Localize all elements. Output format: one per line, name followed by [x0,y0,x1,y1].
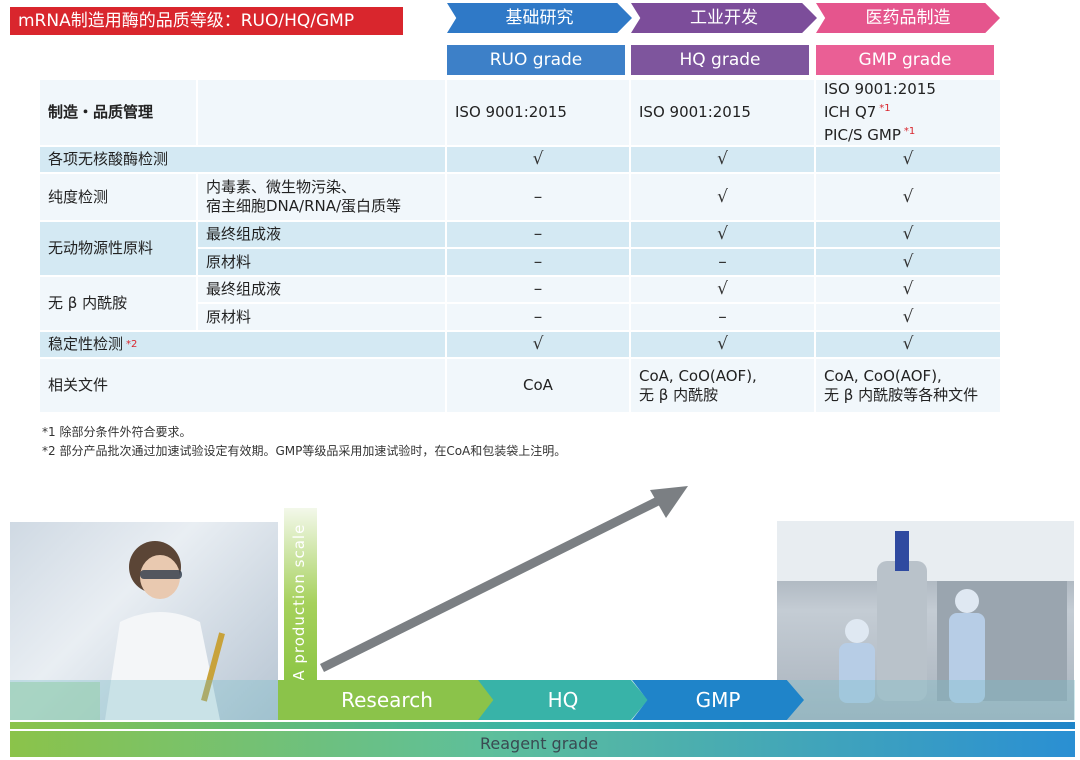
cell-beta-raw-hq: – [631,304,814,330]
grade-header-gmp: GMP grade [816,45,994,75]
gmp-docs-line2: 无 β 内酰胺等各种文件 [824,385,979,404]
row-label-quality-management: 制造・品质管理 [40,80,196,145]
cell-stability-hq: √ [631,332,814,357]
footnote-2: *2 部分产品批次通过加速试验设定有效期。GMP等级品采用加速试验时，在CoA和… [42,444,567,458]
cell-documents-gmp: CoA, CoO(AOF), 无 β 内酰胺等各种文件 [816,359,1000,412]
cell-quality-gmp: ISO 9001:2015 ICH Q7*1 PIC/S GMP*1 [816,80,1000,145]
cell-stability-ruo: √ [447,332,629,357]
cell-beta-final-ruo: – [447,277,629,302]
footnote-1: *1 除部分条件外符合要求。 [42,425,192,439]
cell-nuclease-hq: √ [631,147,814,172]
cell-beta-final-hq: √ [631,277,814,302]
gmp-pics-text: PIC/S GMP [824,126,901,144]
hq-docs-line2: 无 β 内酰胺 [639,385,719,404]
stage-chevron-industrial-development: 工业开发 [631,3,817,33]
row-sub-final-solution: 最终组成液 [198,222,445,247]
cell-purity-ruo: – [447,174,629,220]
grade-header-ruo: RUO grade [447,45,625,75]
reagent-grade-bar: Reagent grade [10,731,1075,757]
gmp-ich-text: ICH Q7 [824,103,877,121]
cell-quality-hq: ISO 9001:2015 [631,80,814,145]
cell-animal-raw-hq: – [631,249,814,275]
cell-animal-final-ruo: – [447,222,629,247]
lab-researcher-photo [10,522,278,720]
row-sub-purity-items: 内毒素、微生物污染、 宿主细胞DNA/RNA/蛋白质等 [198,174,445,220]
cell-documents-hq: CoA, CoO(AOF), 无 β 内酰胺 [631,359,814,412]
cell-quality-ruo: ISO 9001:2015 [447,80,629,145]
cell-purity-hq: √ [631,174,814,220]
stage-chevron-basic-research: 基础研究 [447,3,632,33]
gmp-pics-line: PIC/S GMP*1 [824,122,915,145]
cell-stability-gmp: √ [816,332,1000,357]
row-label-animal-free: 无动物源性原料 [40,222,196,275]
cell-nuclease-ruo: √ [447,147,629,172]
row-label-nuclease-test: 各项无核酸酶检测 [40,147,445,172]
gmp-ich-line: ICH Q7*1 [824,99,891,122]
cell-animal-final-hq: √ [631,222,814,247]
row-label-related-documents: 相关文件 [40,359,445,412]
footnote-marker: *1 [879,103,891,114]
footnote-marker: *2 [126,339,138,350]
cell-beta-raw-gmp: √ [816,304,1000,330]
row-sub-raw-materials: 原材料 [198,304,445,330]
row-label-stability-test: 稳定性检测*2 [40,332,445,357]
cell-documents-ruo: CoA [447,359,629,412]
stability-label-text: 稳定性检测 [48,335,124,353]
stage-hq: HQ [478,680,648,720]
cell-beta-final-gmp: √ [816,277,1000,302]
purity-items-line2: 宿主细胞DNA/RNA/蛋白质等 [206,197,402,215]
row-label-purity-test: 纯度检测 [40,174,196,220]
cell-beta-raw-ruo: – [447,304,629,330]
cell-animal-raw-gmp: √ [816,249,1000,275]
hq-docs-line1: CoA, CoO(AOF), [639,366,757,385]
stage-research: Research [278,680,496,720]
manufacturing-facility-photo [777,521,1074,720]
cell-animal-final-gmp: √ [816,222,1000,247]
gmp-docs-line1: CoA, CoO(AOF), [824,366,942,385]
footnote-marker: *1 [903,126,916,137]
grade-header-hq: HQ grade [631,45,809,75]
row-sub-empty [198,80,445,145]
cell-nuclease-gmp: √ [816,147,1000,172]
cell-animal-raw-ruo: – [447,249,629,275]
gmp-iso-line: ISO 9001:2015 [824,80,936,98]
cell-purity-gmp: √ [816,174,1000,220]
purity-items-line1: 内毒素、微生物污染、 [206,178,357,196]
page-title: mRNA制造用酶的品质等级：RUO/HQ/GMP [10,7,403,35]
row-label-beta-lactam-free: 无 β 内酰胺 [40,277,196,330]
row-sub-final-solution: 最终组成液 [198,277,445,302]
stage-chevron-pharma-manufacturing: 医药品制造 [816,3,1000,33]
row-sub-raw-materials: 原材料 [198,249,445,275]
stage-gmp: GMP [632,680,804,720]
divider-line [10,722,1075,729]
